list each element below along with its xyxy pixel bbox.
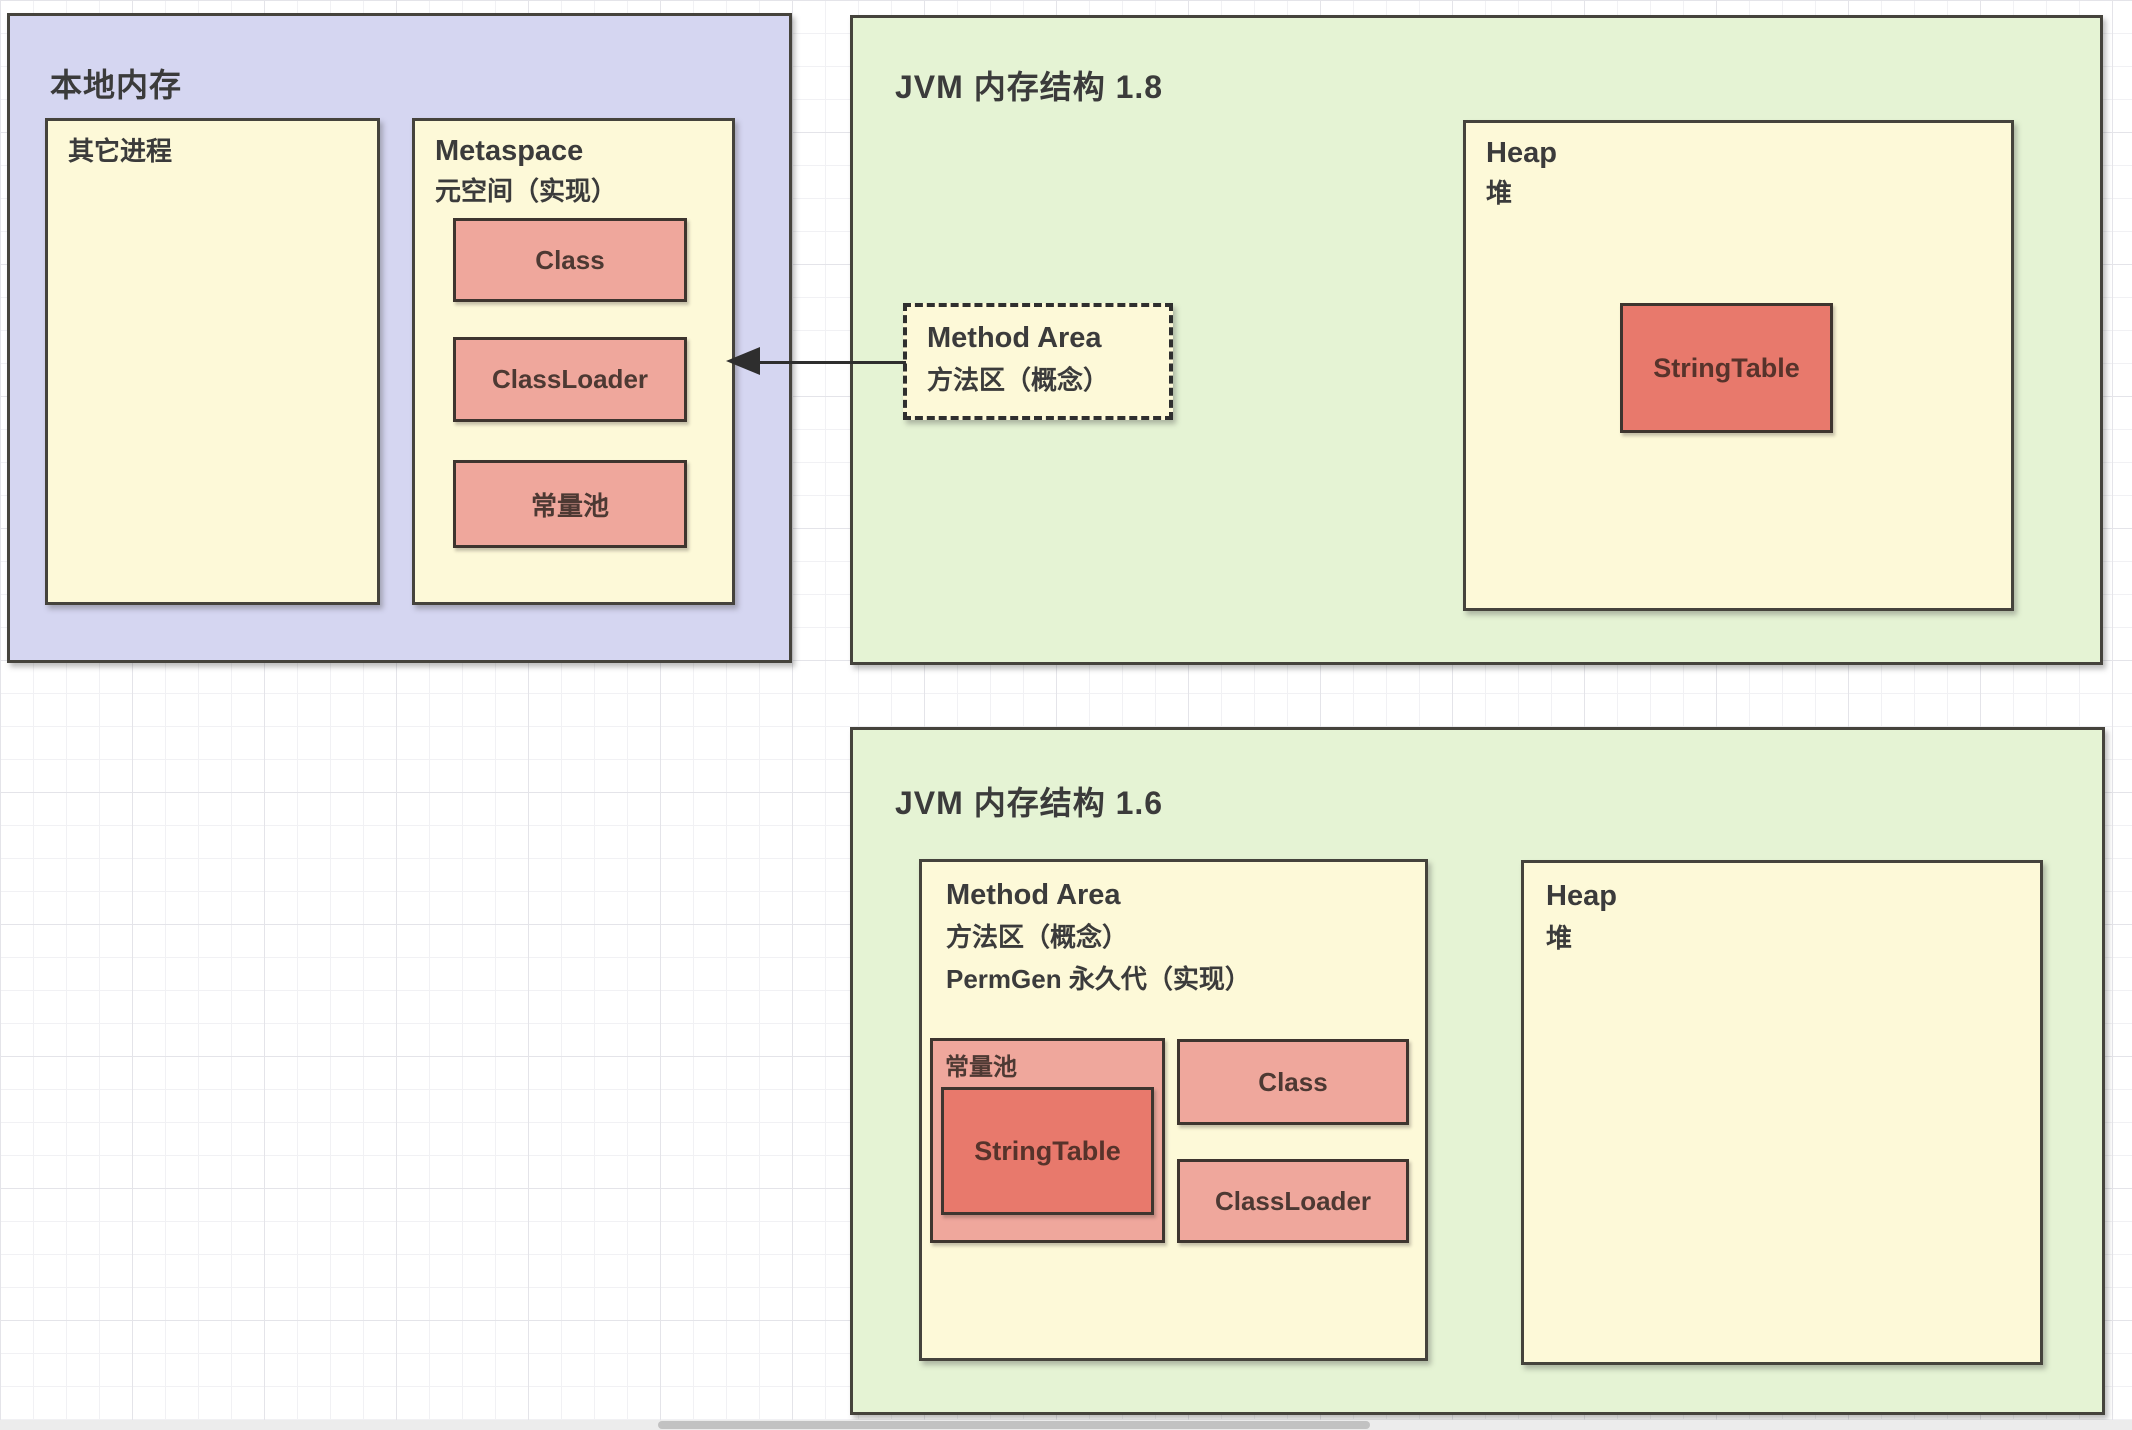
jvm-16-constant-pool-box: 常量池 StringTable (930, 1038, 1165, 1243)
jvm-18-stringtable-box: StringTable (1620, 303, 1833, 433)
metaspace-class-label: Class (535, 244, 605, 275)
horizontal-scrollbar-track[interactable] (0, 1420, 2132, 1430)
jvm-18-container: JVM 内存结构 1.8 Method Area 方法区（概念） Heap 堆 … (850, 15, 2103, 665)
local-memory-title: 本地内存 (50, 67, 183, 103)
jvm-16-classloader-box: ClassLoader (1177, 1159, 1409, 1243)
jvm-16-heap-title: Heap (1546, 880, 1617, 912)
metaspace-constant-pool-label: 常量池 (530, 490, 609, 521)
local-memory-container: 本地内存 其它进程 Metaspace 元空间（实现） Class ClassL… (7, 13, 792, 663)
metaspace-subtitle: 元空间（实现） (435, 176, 618, 206)
arrow-method-area-to-metaspace-line (756, 361, 906, 364)
jvm-16-stringtable-label: StringTable (974, 1135, 1121, 1166)
arrow-method-area-to-metaspace-head (726, 347, 760, 375)
other-process-box: 其它进程 (45, 118, 380, 605)
jvm-16-title: JVM 内存结构 1.6 (895, 785, 1164, 821)
jvm-16-method-area-title: Method Area (946, 879, 1121, 911)
jvm-16-heap-box: Heap 堆 (1521, 860, 2043, 1365)
metaspace-classloader-box: ClassLoader (453, 337, 687, 422)
jvm-18-heap-title: Heap (1486, 137, 1557, 169)
metaspace-constant-pool-box: 常量池 (453, 460, 687, 548)
jvm-18-heap-box: Heap 堆 StringTable (1463, 120, 2014, 611)
other-process-label: 其它进程 (68, 136, 173, 166)
metaspace-class-box: Class (453, 218, 687, 302)
jvm-16-classloader-label: ClassLoader (1214, 1185, 1372, 1216)
jvm-18-title: JVM 内存结构 1.8 (895, 69, 1164, 105)
jvm-16-class-label: Class (1258, 1066, 1328, 1097)
jvm-16-class-box: Class (1177, 1039, 1409, 1125)
metaspace-box: Metaspace 元空间（实现） Class ClassLoader 常量池 (412, 118, 735, 605)
jvm-16-container: JVM 内存结构 1.6 Method Area 方法区（概念） PermGen… (850, 727, 2105, 1415)
jvm-18-method-area-box: Method Area 方法区（概念） (903, 303, 1173, 420)
jvm-18-heap-subtitle: 堆 (1486, 178, 1513, 208)
jvm-18-method-area-title: Method Area (927, 322, 1102, 354)
jvm-16-constant-pool-label: 常量池 (945, 1054, 1017, 1081)
jvm-16-method-area-impl: PermGen 永久代（实现） (946, 964, 1251, 994)
horizontal-scrollbar-thumb[interactable] (658, 1421, 1370, 1429)
jvm-16-stringtable-box: StringTable (941, 1087, 1154, 1215)
jvm-16-heap-subtitle: 堆 (1546, 923, 1573, 953)
jvm-16-method-area-box: Method Area 方法区（概念） PermGen 永久代（实现） 常量池 … (919, 859, 1428, 1361)
jvm-18-stringtable-label: StringTable (1653, 352, 1800, 383)
metaspace-classloader-label: ClassLoader (491, 364, 649, 394)
jvm-16-method-area-subtitle: 方法区（概念） (946, 922, 1129, 952)
metaspace-title: Metaspace (435, 135, 584, 167)
jvm-18-method-area-subtitle: 方法区（概念） (927, 365, 1110, 395)
